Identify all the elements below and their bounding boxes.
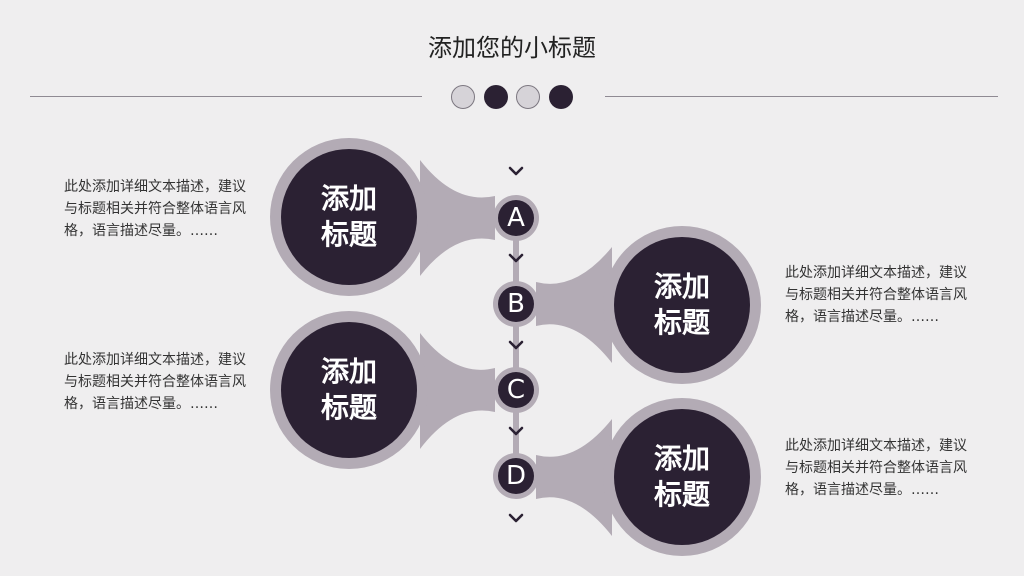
step-a-title: 添加 标题 [279, 181, 419, 253]
header-dot-2 [484, 85, 508, 109]
step-b-circle [614, 237, 750, 373]
step-a-circle [281, 149, 417, 285]
step-b-letter: B [507, 289, 525, 319]
step-d-title-line2: 标题 [653, 478, 710, 511]
step-b-title: 添加 标题 [612, 269, 752, 341]
step-c-description: 此处添加详细文本描述，建议与标题相关并符合整体语言风格，语言描述尽量。…… [64, 352, 246, 412]
step-d-stem [536, 419, 612, 536]
step-a-title-line2: 标题 [320, 218, 377, 251]
step-b-node [498, 286, 534, 322]
chevron-down-icon [508, 166, 524, 176]
step-c-letter: C [506, 375, 526, 405]
step-c-node [498, 372, 534, 408]
page-title: 添加您的小标题 [428, 34, 596, 62]
step-b-title-line1: 添加 [653, 270, 710, 303]
step-c-title-line2: 标题 [320, 391, 377, 424]
step-a-stem [420, 160, 495, 276]
step-b-title-line2: 标题 [653, 306, 710, 339]
step-a-shape [270, 138, 539, 296]
step-c-stem [420, 333, 495, 449]
step-d-node [498, 458, 534, 494]
step-a-title-line1: 添加 [320, 182, 377, 215]
header-divider-left [30, 96, 422, 97]
chevron-down-icon [508, 513, 524, 523]
header-dot-4 [549, 85, 573, 109]
step-d-shape [493, 398, 761, 556]
header-dot-1 [451, 85, 475, 109]
header-divider-right [605, 96, 998, 97]
step-b-shape [493, 226, 761, 384]
chevron-down-icon [508, 340, 524, 350]
step-c-circle [281, 322, 417, 458]
step-c-shape [270, 311, 539, 469]
header-dot-3 [516, 85, 540, 109]
chevron-down-icon [508, 426, 524, 436]
step-c-title: 添加 标题 [279, 354, 419, 426]
step-d-title-line1: 添加 [653, 442, 710, 475]
step-c-title-line1: 添加 [320, 355, 377, 388]
step-d-description: 此处添加详细文本描述，建议与标题相关并符合整体语言风格，语言描述尽量。…… [785, 438, 967, 498]
step-d-title: 添加 标题 [612, 441, 752, 513]
step-b-stem [536, 247, 612, 363]
step-b-description: 此处添加详细文本描述，建议与标题相关并符合整体语言风格，语言描述尽量。…… [785, 265, 967, 325]
step-d-letter: D [505, 461, 527, 491]
step-a-letter: A [507, 203, 525, 233]
step-a-node [498, 200, 534, 236]
step-a-description: 此处添加详细文本描述，建议与标题相关并符合整体语言风格，语言描述尽量。…… [64, 179, 246, 239]
chevron-down-icon [508, 253, 524, 263]
step-d-circle [614, 409, 750, 545]
